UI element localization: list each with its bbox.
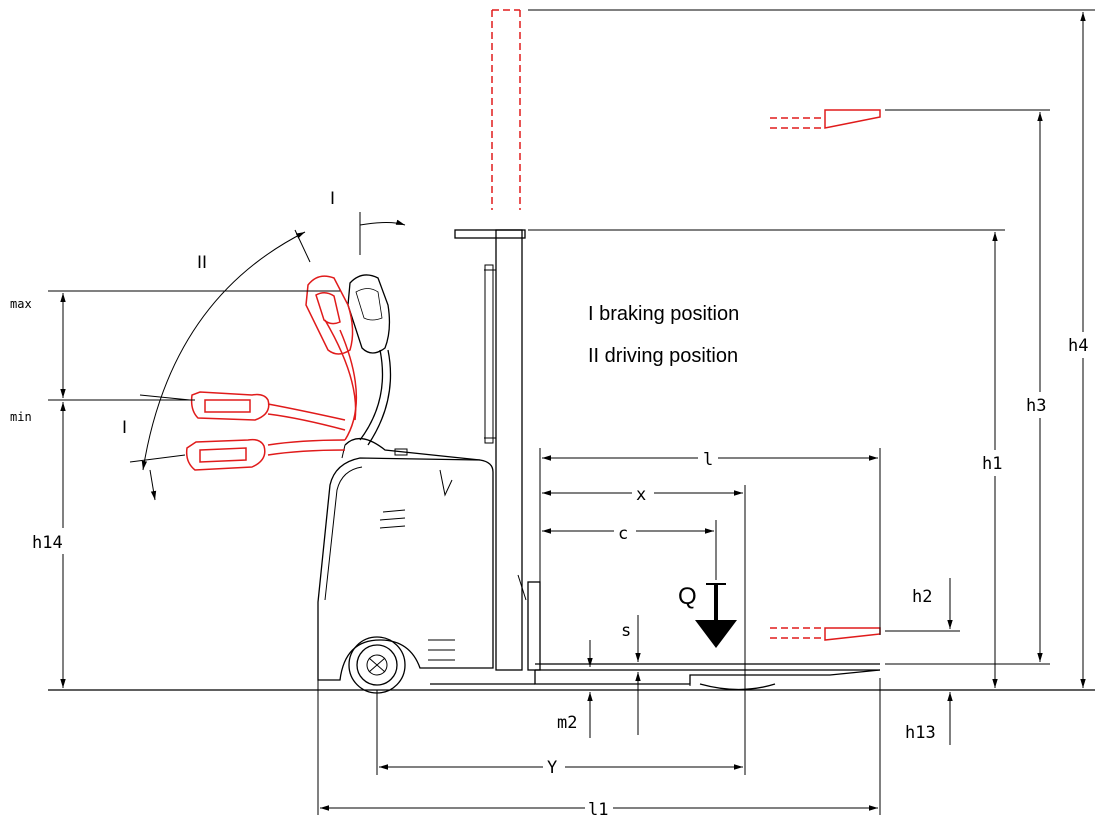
dim-x: x — [636, 485, 646, 505]
dim-h13: h13 — [905, 723, 936, 743]
load-arrow — [695, 583, 737, 648]
tiller-min-label: min — [10, 410, 32, 424]
dim-l: l — [703, 450, 713, 470]
fork — [430, 663, 881, 691]
dim-s: s — [621, 621, 631, 641]
legend-braking: I braking position — [588, 303, 739, 325]
mast — [454, 229, 541, 671]
vent-slots — [379, 509, 455, 661]
dim-l1: l1 — [588, 800, 608, 820]
angle-label-upper-II: II — [197, 253, 207, 273]
dim-Y: Y — [547, 758, 557, 778]
dim-h3: h3 — [1026, 396, 1046, 416]
angle-label-lower-I: I — [122, 418, 127, 438]
tiller-head-braking — [347, 274, 391, 354]
dim-h14: h14 — [32, 533, 63, 553]
truck-body — [317, 438, 494, 681]
dim-m2: m2 — [557, 713, 577, 733]
dim-Q: Q — [678, 583, 697, 610]
fork-tip-dashed-h2 — [770, 627, 881, 641]
raised-forks-h3 — [770, 109, 881, 129]
tiller-swing-arc — [141, 231, 306, 471]
dim-h1: h1 — [982, 454, 1002, 474]
dim-h4: h4 — [1068, 336, 1088, 356]
raised-mast-extension — [491, 9, 521, 210]
dim-c: c — [618, 524, 628, 544]
dim-h2: h2 — [912, 587, 932, 607]
tiller-arm — [359, 349, 392, 446]
angle-label-upper-I: I — [330, 189, 335, 209]
tiller-max-label: max — [10, 297, 32, 311]
drive-wheel — [348, 636, 406, 694]
legend-driving: II driving position — [588, 345, 738, 367]
